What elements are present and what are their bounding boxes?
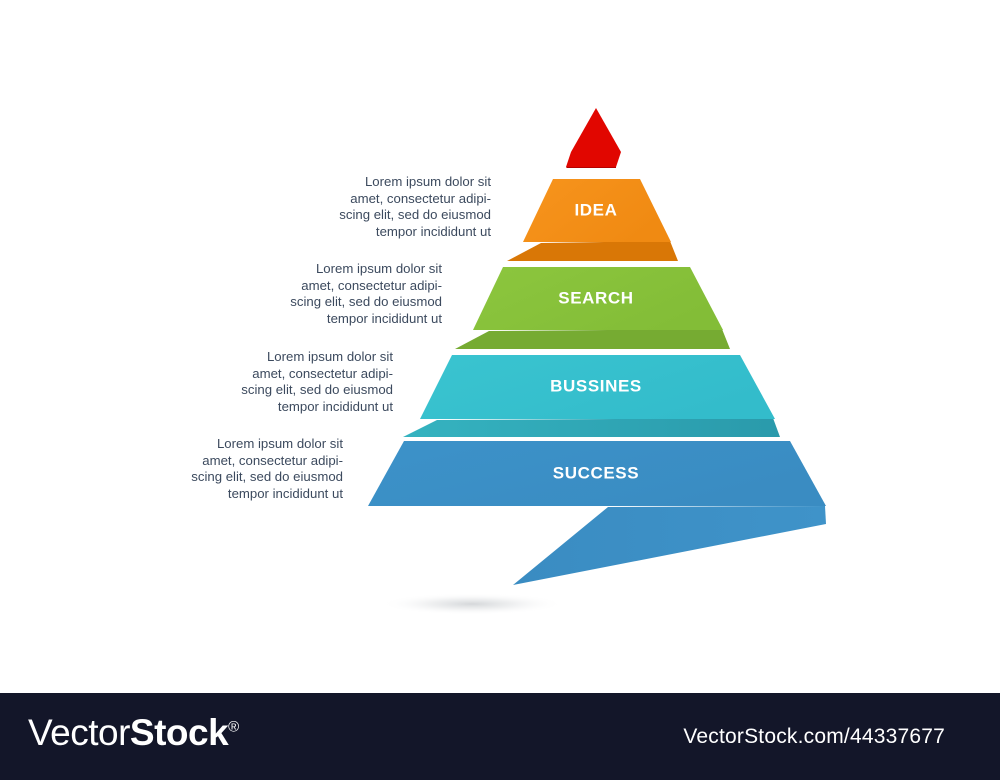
pyramid-graphic: SUCCESS BUSSINES SEARCH IDEA	[368, 108, 990, 615]
apex-marker[interactable]	[566, 108, 621, 168]
description-bussines: Lorem ipsum dolor sit amet, consectetur …	[241, 349, 393, 414]
idea-ribbon	[507, 241, 678, 261]
idea-face	[523, 179, 671, 242]
success-face	[368, 441, 826, 506]
logo-thin-text: Vector	[28, 712, 130, 753]
bussines-ribbon	[403, 418, 780, 437]
apex-triangle	[571, 108, 621, 152]
search-ribbon	[455, 329, 730, 349]
vectorstock-logo: VectorStock®	[28, 712, 239, 754]
idea-label: IDEA	[574, 200, 617, 219]
description-idea: Lorem ipsum dolor sit amet, consectetur …	[339, 174, 491, 239]
search-label: SEARCH	[558, 288, 633, 307]
stock-url-text: VectorStock.com/44337677	[683, 725, 945, 748]
watermark-footer: VectorStock® VectorStock.com/44337677	[0, 693, 1000, 780]
ground-shadow	[380, 593, 564, 615]
registered-trademark-icon: ®	[228, 718, 239, 736]
bussines-label: BUSSINES	[550, 376, 642, 395]
success-label: SUCCESS	[553, 463, 639, 482]
level-search[interactable]: SEARCH	[455, 267, 730, 349]
description-search: Lorem ipsum dolor sit amet, consectetur …	[290, 261, 442, 326]
pyramid-diagram-area: SUCCESS BUSSINES SEARCH IDEA	[191, 108, 990, 615]
level-success[interactable]: SUCCESS	[368, 441, 990, 585]
level-bussines[interactable]: BUSSINES	[403, 355, 780, 437]
bussines-face	[420, 355, 775, 419]
logo-bold-text: Stock	[129, 712, 229, 753]
success-ribbon	[513, 506, 826, 585]
apex-triangle-lower	[566, 152, 621, 167]
level-idea[interactable]: IDEA	[507, 179, 678, 261]
search-face	[473, 267, 723, 330]
description-success: Lorem ipsum dolor sit amet, consectetur …	[191, 436, 343, 501]
